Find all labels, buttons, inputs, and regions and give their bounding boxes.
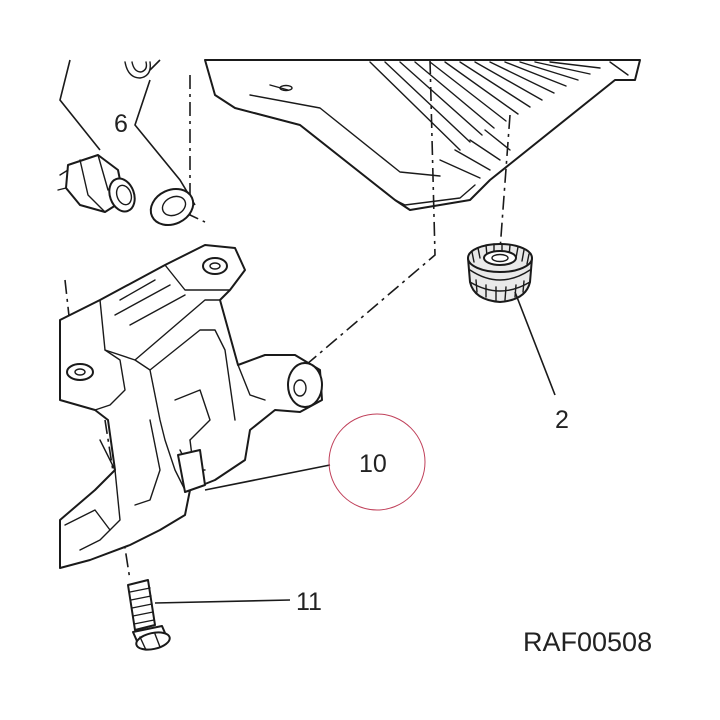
callout-6: 6 bbox=[114, 110, 128, 138]
dash-line-grommet bbox=[499, 114, 511, 251]
leader-part-11 bbox=[154, 599, 291, 604]
rubber-grommet bbox=[467, 243, 533, 303]
callout-2: 2 bbox=[555, 406, 569, 434]
radiator-fins bbox=[369, 61, 629, 179]
callout-10: 10 bbox=[359, 450, 387, 478]
dash-line-radiator-bracket bbox=[299, 59, 436, 371]
leader-part-2 bbox=[514, 291, 556, 396]
mounting-bracket bbox=[59, 244, 323, 569]
highlight-circle bbox=[328, 413, 426, 511]
hose-fitting bbox=[57, 154, 136, 213]
leader-stub bbox=[149, 59, 161, 71]
callout-11: 11 bbox=[296, 588, 322, 616]
leader-part-6 bbox=[134, 79, 196, 206]
grommet-teeth bbox=[471, 243, 530, 301]
washer bbox=[149, 188, 195, 226]
leader-part-10 bbox=[204, 464, 331, 491]
drawing-code: RAF00508 bbox=[523, 627, 652, 657]
bolt bbox=[127, 579, 171, 651]
washer-top bbox=[124, 61, 151, 79]
radiator bbox=[204, 59, 641, 211]
leader-left-top bbox=[59, 59, 101, 151]
